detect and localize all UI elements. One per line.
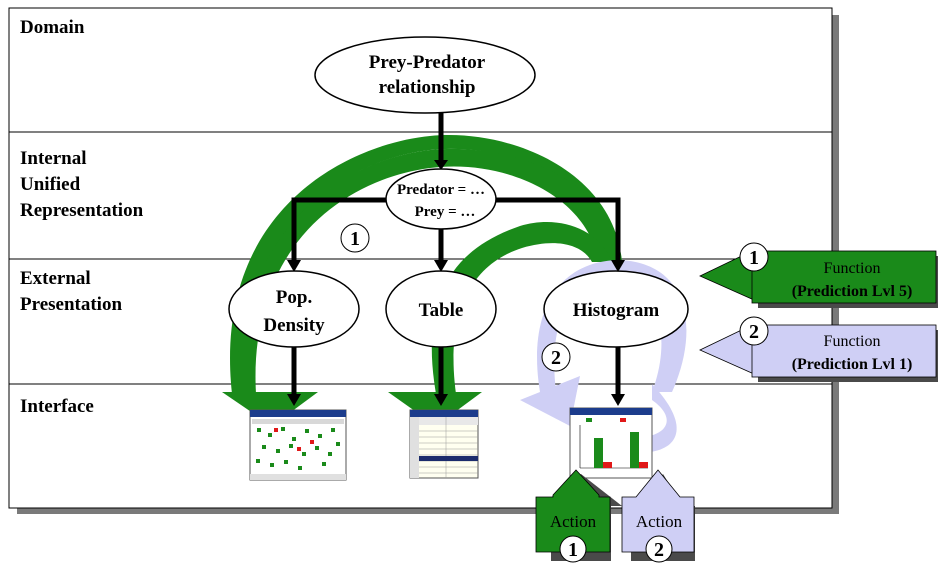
action-1-number: 1 [568, 539, 578, 561]
function-1-number: 1 [749, 247, 759, 269]
histogram-label: Histogram [573, 300, 660, 321]
function-2-detail: (Prediction Lvl 1) [792, 356, 913, 373]
table-window-row-header [410, 417, 419, 478]
action-1-label: Action [550, 512, 597, 531]
hist-legend-prey [586, 418, 592, 422]
arrow-to-histogram [495, 197, 621, 262]
pop-window-prey-dots [256, 427, 340, 470]
connector-arrows [287, 112, 625, 406]
ellipse-pop-density [228, 270, 360, 348]
marker-green-cycle: 1 [340, 223, 370, 253]
node-table: Table [385, 270, 497, 348]
pop-density-line1: Pop. [276, 287, 312, 308]
marker-green-number: 1 [350, 228, 360, 250]
band-label-internal-3: Representation [20, 200, 144, 221]
node-equations: Predator = … Prey = … [385, 168, 497, 230]
node-pop-density: Pop. Density [228, 270, 360, 348]
ellipse-prey-predator [314, 36, 536, 114]
marker-lavender-cycle: 2 [541, 342, 571, 372]
thumbnail-histogram-window [569, 407, 653, 479]
action-callout-1: Action 1 [535, 469, 622, 563]
arrowhead-pop-interface [287, 394, 301, 406]
hist-bar-predator-2 [639, 462, 648, 468]
pop-density-line2: Density [263, 315, 325, 336]
table-label: Table [419, 300, 464, 321]
band-label-external-2: Presentation [20, 294, 122, 315]
hist-bar-prey-1 [594, 438, 603, 468]
pop-window-toolbar [252, 419, 344, 424]
function-2-number: 2 [749, 321, 759, 343]
table-window-col-header [419, 417, 478, 425]
arrowhead-histogram [611, 260, 625, 272]
function-2-badge [739, 316, 769, 346]
thumbnail-pop-density-window [249, 409, 347, 481]
action-2-arrow [621, 469, 695, 553]
action-2-badge [645, 535, 673, 563]
action-callout-2: Action 2 [621, 469, 695, 563]
function-1-title: Function [824, 260, 881, 277]
function-1-box [751, 250, 937, 304]
band-label-internal-1: Internal [20, 148, 87, 169]
table-window-titlebar [410, 410, 478, 417]
function-callout-2: 2 Function (Prediction Lvl 1) [699, 316, 938, 382]
lavender-arc-lower [650, 384, 677, 452]
function-2-box [751, 324, 937, 378]
band-label-internal-2: Unified [20, 174, 81, 195]
function-1-badge [739, 242, 769, 272]
ellipse-equations [385, 168, 497, 230]
arrowhead-domain [434, 160, 448, 170]
marker-lavender-circle [541, 342, 571, 372]
equation-prey: Prey = … [415, 204, 476, 220]
node-histogram: Histogram [543, 270, 689, 348]
pop-window-status [250, 474, 346, 480]
function-1-detail: (Prediction Lvl 5) [792, 283, 913, 300]
band-label-interface: Interface [20, 396, 94, 417]
hist-window-titlebar [570, 408, 652, 415]
hist-bar-predator-1 [603, 462, 612, 468]
prey-predator-line2: relationship [379, 77, 476, 98]
arrowhead-table-interface [434, 394, 448, 406]
green-arc-inner [431, 222, 612, 394]
hist-legend-predator [620, 418, 626, 422]
lavender-arrowhead [520, 376, 580, 426]
node-prey-predator: Prey-Predator relationship [314, 36, 536, 114]
pop-window-titlebar [250, 410, 346, 417]
action-2-label: Action [636, 512, 683, 531]
table-window-selected-row [419, 456, 478, 461]
hist-bar-prey-2 [630, 432, 639, 468]
equation-predator: Predator = … [397, 182, 485, 198]
arrowhead-table [434, 260, 448, 272]
band-label-external-1: External [20, 268, 91, 289]
arrowhead-hist-interface [611, 394, 625, 406]
ellipse-table [385, 270, 497, 348]
action-1-arrow [535, 469, 611, 553]
action-1-badge [559, 535, 587, 563]
arrow-to-pop-density [291, 197, 387, 262]
arrowhead-pop-density [287, 260, 301, 272]
prey-predator-line1: Prey-Predator [369, 52, 486, 73]
band-label-domain: Domain [20, 17, 85, 38]
green-arrowhead-mid [388, 392, 482, 426]
marker-lavender-number: 2 [551, 347, 561, 369]
function-2-title: Function [824, 333, 881, 350]
pop-window-predator-dots [274, 428, 314, 451]
marker-green-circle [340, 223, 370, 253]
function-callout-1: 1 Function (Prediction Lvl 5) [699, 242, 938, 308]
ellipse-histogram [543, 270, 689, 348]
thumbnail-table-window [409, 409, 479, 479]
action-2-number: 2 [654, 539, 664, 561]
